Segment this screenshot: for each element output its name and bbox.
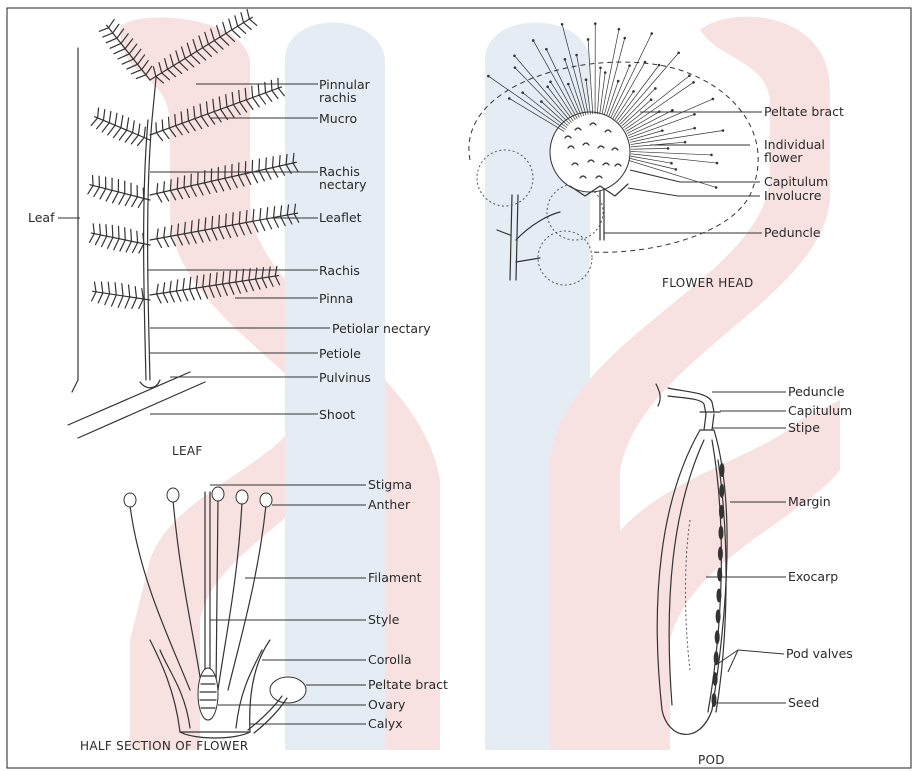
caption-flower-head: FLOWER HEAD [662, 276, 754, 290]
label-pinna: Pinna [319, 291, 353, 306]
label-stigma: Stigma [368, 477, 412, 492]
label-pinnular-rachis-2: rachis [319, 90, 357, 105]
label-rachis-nectary-2: nectary [319, 177, 367, 192]
label-exocarp: Exocarp [788, 569, 838, 584]
label-involucre: Involucre [764, 188, 822, 203]
label-style: Style [368, 612, 400, 627]
label-petiolar-nectary: Petiolar nectary [332, 321, 431, 336]
label-stipe: Stipe [788, 420, 820, 435]
caption-leaf: LEAF [172, 444, 203, 458]
label-margin: Margin [788, 494, 831, 509]
label-filament: Filament [368, 570, 422, 585]
label-rachis: Rachis [319, 263, 360, 278]
label-pod-capitulum: Capitulum [788, 403, 852, 418]
caption-pod: POD [698, 753, 725, 767]
label-anther: Anther [368, 497, 411, 512]
label-mucro: Mucro [319, 111, 357, 126]
label-corolla: Corolla [368, 652, 412, 667]
label-peduncle: Peduncle [764, 225, 821, 240]
label-peltate-bract-flower: Peltate bract [368, 677, 448, 692]
label-calyx: Calyx [368, 716, 403, 731]
label-leaf: Leaf [28, 210, 55, 225]
label-petiole: Petiole [319, 346, 361, 361]
label-pulvinus: Pulvinus [319, 370, 371, 385]
label-pod-peduncle: Peduncle [788, 384, 845, 399]
label-pod-valves: Pod valves [786, 646, 853, 661]
label-ovary: Ovary [368, 697, 406, 712]
label-peltate-bract: Peltate bract [764, 104, 844, 119]
label-capitulum: Capitulum [764, 174, 828, 189]
label-individual-flower-2: flower [764, 150, 803, 165]
caption-half-section: HALF SECTION OF FLOWER [80, 739, 248, 753]
label-shoot: Shoot [319, 407, 355, 422]
label-leaflet: Leaflet [319, 210, 362, 225]
label-seed: Seed [788, 695, 819, 710]
